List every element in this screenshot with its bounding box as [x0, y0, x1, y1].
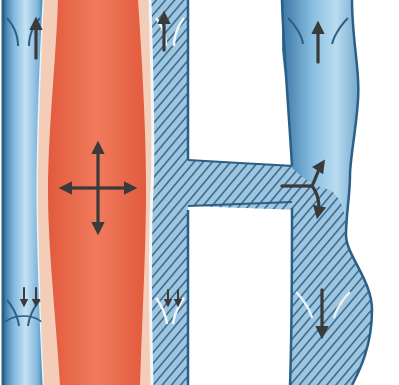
right-vein-hatched-zone [290, 168, 372, 385]
left-vein [3, 0, 44, 385]
middle-vein [150, 0, 188, 385]
middle-vein-body [150, 0, 188, 385]
artery [38, 0, 153, 385]
right-vein [282, 0, 372, 385]
